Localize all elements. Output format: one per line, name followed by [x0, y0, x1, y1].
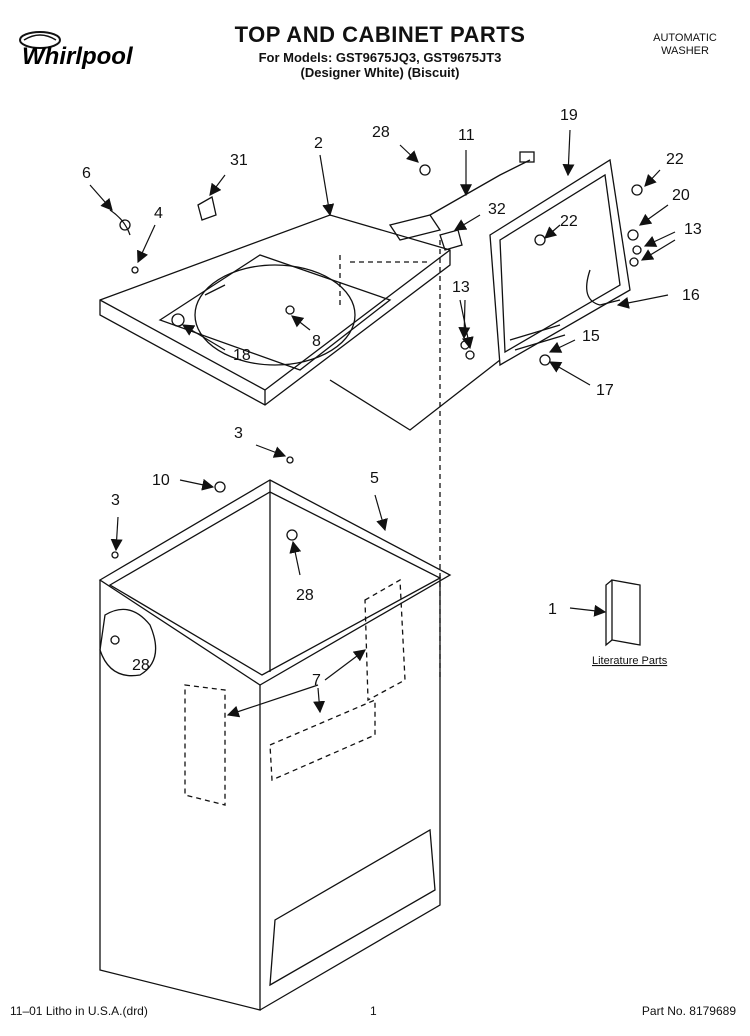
callout-22-right: 22: [666, 151, 684, 168]
footer-part-number: Part No. 8179689: [641, 1004, 736, 1018]
callout-19: 19: [560, 107, 578, 124]
callout-1: 1: [548, 601, 557, 618]
callout-13-left: 13: [452, 279, 470, 296]
callout-28-top: 28: [372, 124, 390, 141]
callout-6: 6: [82, 165, 91, 182]
callout-5: 5: [370, 470, 379, 487]
callout-31: 31: [230, 152, 248, 169]
callout-17: 17: [596, 382, 614, 399]
top-panel: [99, 214, 451, 406]
callout-10: 10: [152, 472, 170, 489]
models-line: For Models: GST9675JQ3, GST9675JT3: [258, 50, 502, 65]
callout-16: 16: [682, 287, 700, 304]
lid-frame: [489, 158, 631, 367]
callout-22-left: 22: [560, 213, 578, 230]
callout-11: 11: [458, 127, 475, 144]
callout-32: 32: [488, 201, 506, 218]
callout-13-right: 13: [684, 221, 702, 238]
lid-opening: [158, 254, 392, 371]
footer-litho: 11–01 Litho in U.S.A.(drd): [10, 1004, 148, 1018]
callout-28-mid: 28: [296, 587, 314, 604]
callout-2: 2: [314, 135, 323, 152]
callout-8: 8: [312, 333, 321, 350]
page-title: TOP AND CABINET PARTS: [234, 22, 526, 47]
colors-line: (Designer White) (Biscuit): [300, 65, 460, 80]
literature-parts-label: Literature Parts: [592, 655, 668, 667]
whirlpool-logo: Whirlpool: [18, 28, 148, 74]
callout-7: 7: [312, 672, 321, 689]
literature-booklet: [611, 579, 641, 646]
appliance-line-1: AUTOMATIC: [653, 32, 717, 44]
brand-name: Whirlpool: [22, 43, 134, 70]
callout-18: 18: [233, 347, 251, 364]
callout-20: 20: [672, 187, 690, 204]
appliance-type: AUTOMATIC WASHER: [630, 32, 740, 58]
callout-4: 4: [154, 205, 163, 222]
appliance-line-2: WASHER: [661, 45, 709, 57]
callout-28-cutaway: 28: [132, 657, 150, 674]
cabinet: [98, 479, 452, 686]
callout-3-top: 3: [234, 425, 243, 442]
callout-15: 15: [582, 328, 600, 345]
footer-page-number: 1: [370, 1004, 377, 1018]
callout-3-left: 3: [111, 492, 120, 509]
